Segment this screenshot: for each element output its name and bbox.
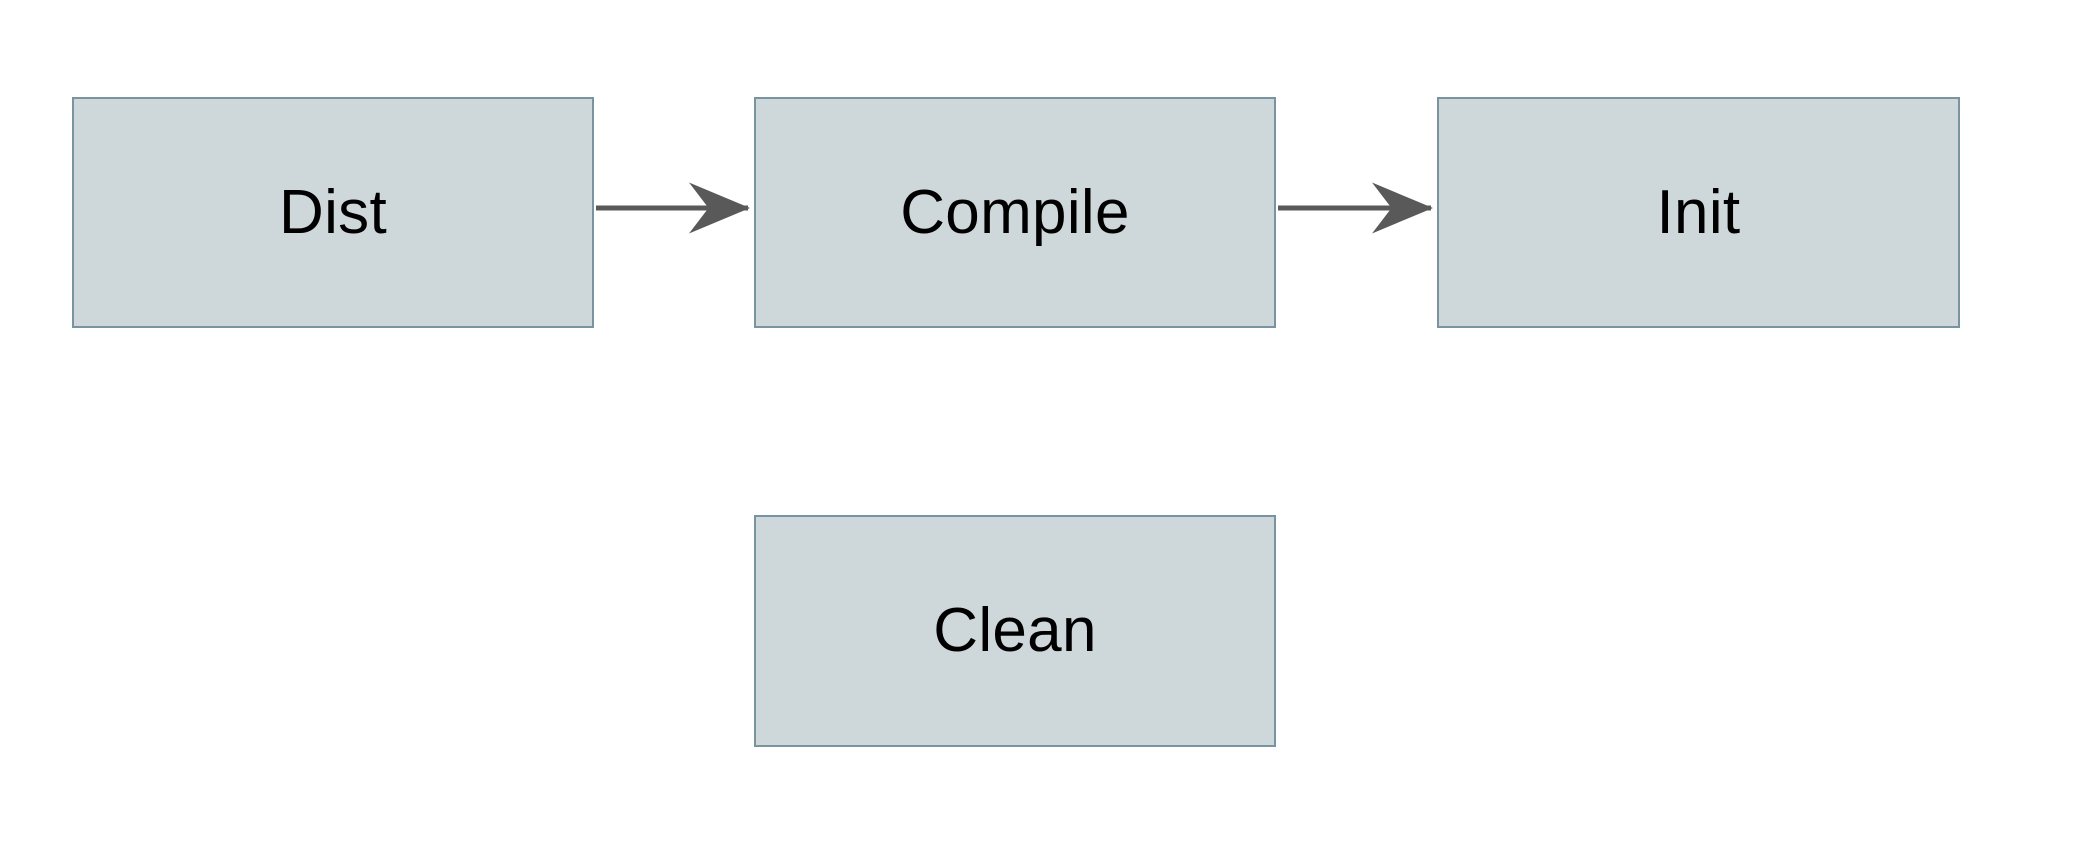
node-init[interactable]: Init <box>1437 97 1960 328</box>
node-label-compile: Compile <box>900 177 1130 247</box>
node-dist[interactable]: Dist <box>72 97 594 328</box>
node-label-clean: Clean <box>933 596 1097 665</box>
node-label-dist: Dist <box>279 177 387 247</box>
node-label-init: Init <box>1656 177 1741 247</box>
node-compile[interactable]: Compile <box>754 97 1276 328</box>
node-clean[interactable]: Clean <box>754 515 1276 747</box>
